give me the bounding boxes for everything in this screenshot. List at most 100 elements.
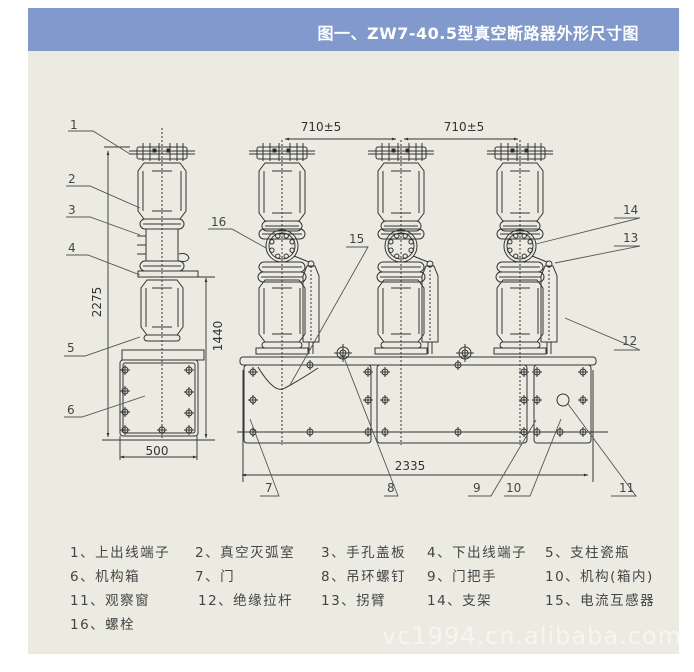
leader-line-10	[504, 418, 562, 497]
legend-item: 1、上出线端子	[70, 545, 171, 561]
box-top-plate	[121, 349, 205, 361]
dim-total-height: 2275	[90, 287, 104, 318]
dim-phase-spacing-left: 710±5	[301, 120, 342, 134]
crank-arm-pin	[545, 260, 553, 268]
legend-item: 5、支柱瓷瓶	[545, 545, 631, 561]
bolt-head	[166, 148, 171, 153]
collar	[377, 228, 425, 240]
legend-item: 16、螺栓	[70, 617, 136, 633]
legend-item: 3、手孔盖板	[321, 545, 407, 561]
leader-line-1	[68, 130, 131, 155]
leader-line-15	[289, 246, 369, 386]
crank-arm	[412, 255, 429, 263]
legend-item: 8、吊环螺钉	[321, 569, 407, 585]
leader-line-3	[66, 216, 141, 236]
crank-arm-pin	[426, 260, 434, 268]
leader-line-11	[567, 403, 637, 497]
dimension-lines	[102, 137, 589, 477]
side-view	[119, 128, 205, 440]
callout-12: 12	[622, 334, 637, 348]
insulating-rod	[302, 265, 320, 343]
callout-5: 5	[67, 341, 75, 355]
terminal-block	[494, 146, 546, 160]
dim-phase-spacing-right: 710±5	[444, 120, 485, 134]
base-frame	[237, 344, 608, 482]
bolt-head	[152, 148, 157, 153]
dim-pole-height: 1440	[211, 321, 225, 352]
mechanism-panel	[533, 364, 592, 444]
terminal-block	[256, 146, 308, 160]
collar	[261, 220, 303, 232]
collar	[496, 228, 544, 240]
leader-line-2	[66, 185, 141, 209]
watermark: vc1994.cn.alibaba.com	[382, 622, 682, 650]
leader-line-4	[66, 254, 141, 276]
legend-item: 2、真空灭弧室	[195, 545, 296, 561]
legend-item: 13、拐臂	[321, 593, 387, 609]
legend-item: 9、门把手	[427, 569, 498, 585]
pole	[487, 140, 558, 445]
figure-title: 图一、ZW7-40.5型真空断路器外形尺寸图	[317, 24, 639, 43]
bolt-head	[510, 148, 515, 153]
pole	[249, 140, 320, 445]
callout-1: 1	[70, 118, 78, 132]
terminal-block	[375, 146, 427, 160]
pole	[368, 140, 439, 445]
title-bar: 图一、ZW7-40.5型真空断路器外形尺寸图	[28, 8, 679, 51]
legend-item: 12、绝缘拉杆	[198, 593, 294, 609]
top-plate	[239, 356, 597, 366]
callout-15: 15	[349, 232, 364, 246]
legend-item: 14、支架	[427, 593, 493, 609]
crank-arm	[531, 255, 548, 263]
observation-window	[556, 393, 570, 407]
callout-14: 14	[623, 203, 638, 217]
legend-item: 6、机构箱	[70, 569, 141, 585]
collar	[257, 271, 307, 283]
leader-line-12	[564, 317, 641, 351]
collar	[376, 271, 426, 283]
leader-line-8	[342, 354, 399, 497]
bolt-head	[286, 148, 291, 153]
dim-side-width: 500	[146, 444, 169, 458]
leader-line-13	[554, 245, 641, 264]
bolt-head	[391, 148, 396, 153]
current-transformer-outline	[257, 366, 319, 390]
callout-6: 6	[67, 403, 75, 417]
leader-line-6	[64, 395, 146, 418]
mechanism-box	[119, 359, 199, 437]
collar	[380, 220, 422, 232]
leader-line-5	[64, 336, 141, 357]
lower-terminal-plate	[137, 270, 199, 278]
crank-arm	[293, 255, 310, 263]
callout-4: 4	[68, 241, 76, 255]
callout-10: 10	[506, 481, 521, 495]
bolt-head	[272, 148, 277, 153]
callout-13: 13	[623, 231, 638, 245]
callout-11: 11	[619, 481, 634, 495]
legend-item: 15、电流互感器	[545, 593, 656, 609]
terminal-block	[136, 146, 188, 160]
callout-8: 8	[387, 481, 395, 495]
leader-line-16	[208, 228, 267, 249]
insulating-rod	[540, 265, 558, 343]
bolt-head	[524, 148, 529, 153]
callout-2: 2	[68, 172, 76, 186]
leader-line-14	[535, 217, 641, 245]
leader-line-9	[468, 419, 537, 497]
legend-item: 10、机构(箱内)	[545, 569, 654, 585]
leader-line-7	[249, 418, 280, 497]
front-view	[237, 140, 608, 482]
drawing-panel	[28, 8, 679, 654]
legend-item: 4、下出线端子	[427, 545, 528, 561]
center-panel	[376, 364, 528, 444]
callout-9: 9	[473, 481, 481, 495]
terminal-lug	[178, 253, 190, 263]
collar	[499, 220, 541, 232]
dim-total-width: 2335	[395, 459, 426, 473]
callout-16: 16	[211, 215, 226, 229]
legend-item: 7、门	[195, 569, 236, 585]
insulating-rod	[421, 265, 439, 343]
crank-arm-pin	[307, 260, 315, 268]
collar	[258, 228, 306, 240]
